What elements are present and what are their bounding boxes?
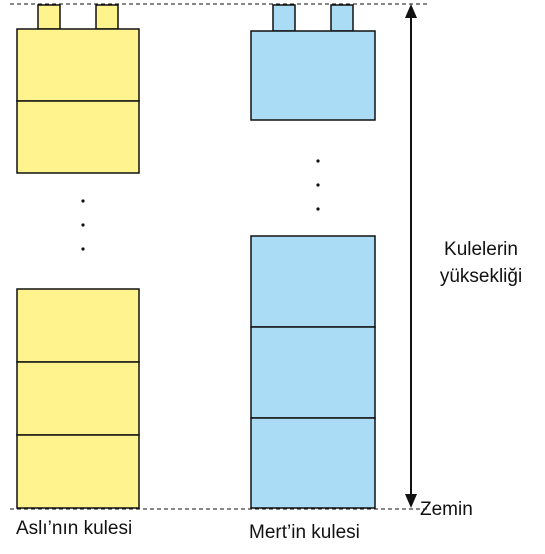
- asli-block-bottom-1: [16, 288, 140, 363]
- mert-stud-left: [272, 4, 296, 32]
- mert-tower-label: Mert’in kulesi: [249, 522, 360, 543]
- asli-stud-left: [37, 4, 61, 30]
- mert-block-bottom-2: [250, 326, 376, 419]
- asli-block-bottom-3: [16, 434, 140, 509]
- mert-block-top: [250, 30, 376, 121]
- asli-block-top-2: [16, 100, 140, 174]
- mert-stud-right: [330, 4, 354, 32]
- mert-block-bottom-3: [250, 417, 376, 509]
- ground-label: Zemin: [420, 499, 473, 520]
- asli-block-top-1: [16, 28, 140, 102]
- asli-block-bottom-2: [16, 361, 140, 436]
- asli-tower-label: Aslı’nın kulesi: [16, 518, 133, 539]
- mert-vertical-ellipsis-icon: [316, 159, 320, 211]
- mert-block-bottom-1: [250, 235, 376, 328]
- height-label: Kulelerin yüksekliği: [439, 239, 523, 287]
- height-double-arrow-icon: [405, 4, 417, 508]
- mert-tower: [250, 4, 376, 509]
- asli-tower: [16, 4, 140, 509]
- asli-vertical-ellipsis-icon: [81, 199, 85, 251]
- asli-stud-right: [95, 4, 119, 30]
